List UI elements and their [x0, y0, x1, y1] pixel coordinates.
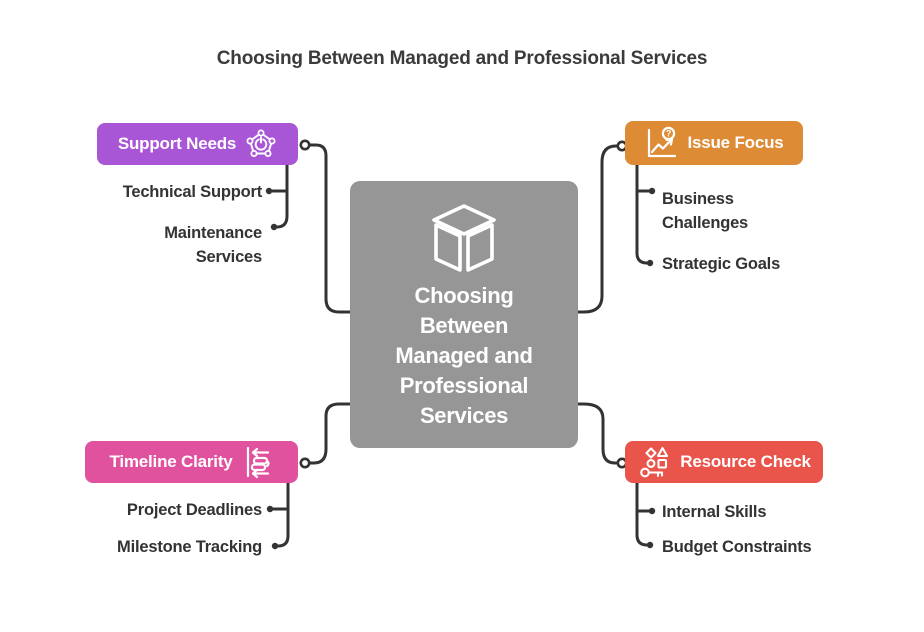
subitem-maintenance-services[interactable]: Maintenance Services [164, 224, 262, 266]
subitem-milestone-tracking[interactable]: Milestone Tracking [117, 538, 262, 556]
node-resource-check-label: Resource Check [680, 452, 811, 471]
node-timeline-clarity-label: Timeline Clarity [109, 452, 233, 471]
subitem-budget-constraints[interactable]: Budget Constraints [662, 538, 812, 556]
support-network-icon [246, 129, 276, 157]
node-support-needs-label: Support Needs [117, 134, 237, 153]
subitem-strategic-goals[interactable]: Strategic Goals [662, 255, 781, 273]
node-issue-focus-label: Issue Focus [687, 133, 784, 152]
subitem-business-challenges[interactable]: Business Challenges [662, 190, 749, 232]
center-node[interactable]: Choosing Between Managed and Professiona… [350, 181, 578, 448]
center-node-label: Choosing Between Managed and Professiona… [395, 283, 533, 428]
chart-question-icon: ? [648, 126, 677, 158]
node-resource-check[interactable]: Resource Check [625, 441, 823, 483]
cube-icon [432, 204, 496, 272]
subitem-internal-skills[interactable]: Internal Skills [662, 503, 767, 521]
svg-text:?: ? [666, 129, 671, 139]
subitem-technical-support[interactable]: Technical Support [122, 183, 263, 201]
node-issue-focus[interactable]: ? Issue Focus [625, 121, 803, 165]
subitem-project-deadlines[interactable]: Project Deadlines [126, 501, 262, 519]
node-support-needs[interactable]: Support Needs [97, 123, 298, 165]
page-title: Choosing Between Managed and Professiona… [216, 48, 708, 69]
key-shapes-icon [640, 446, 669, 478]
timeline-icon [246, 446, 270, 479]
node-timeline-clarity[interactable]: Timeline Clarity [85, 441, 298, 483]
